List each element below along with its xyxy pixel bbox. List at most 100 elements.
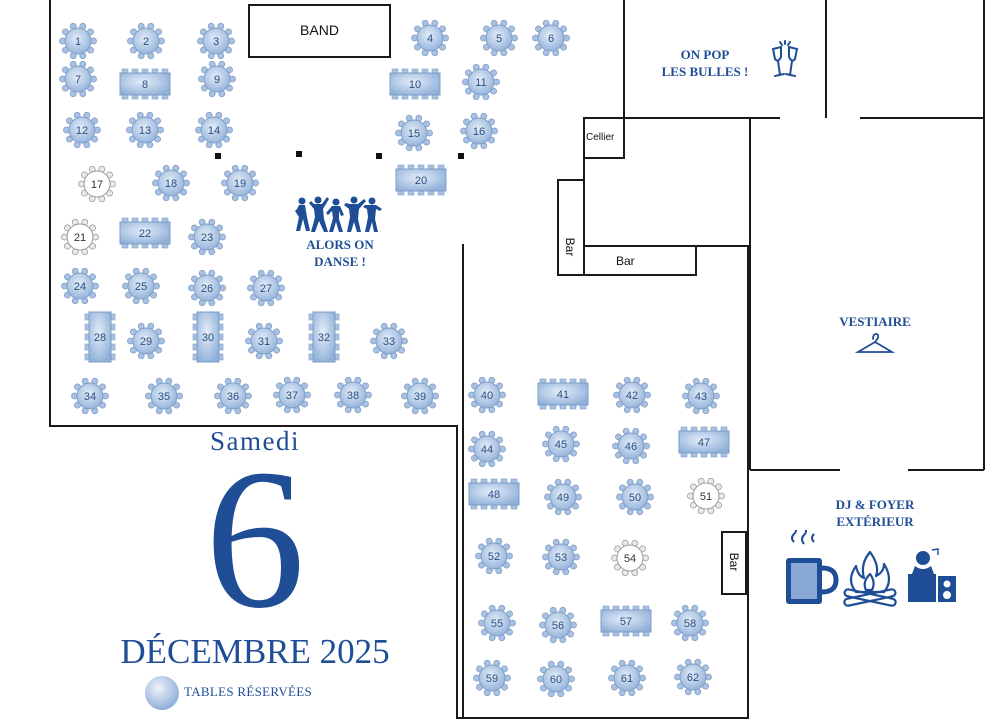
table-number: 5 xyxy=(496,33,502,45)
table-53[interactable]: 53 xyxy=(542,538,580,576)
table-23[interactable]: 23 xyxy=(188,218,226,256)
table-12[interactable]: 12 xyxy=(63,111,101,149)
campfire-icon xyxy=(843,550,897,607)
table-19[interactable]: 19 xyxy=(221,164,259,202)
table-60[interactable]: 60 xyxy=(537,660,575,698)
table-18[interactable]: 18 xyxy=(152,164,190,202)
table-54[interactable]: 54 xyxy=(611,539,649,577)
table-55[interactable]: 55 xyxy=(478,604,516,642)
table-25[interactable]: 25 xyxy=(122,267,160,305)
table-number: 4 xyxy=(427,33,433,45)
table-41[interactable]: 41 xyxy=(537,378,589,410)
table-50[interactable]: 50 xyxy=(616,478,654,516)
table-number: 29 xyxy=(140,336,152,348)
table-4[interactable]: 4 xyxy=(411,19,449,57)
dj-zone-label: DJ & FOYER EXTÉRIEUR xyxy=(810,496,940,530)
table-5[interactable]: 5 xyxy=(480,19,518,57)
table-27[interactable]: 27 xyxy=(247,269,285,307)
table-number: 54 xyxy=(624,553,636,565)
dancers-icon xyxy=(295,196,382,232)
table-10[interactable]: 10 xyxy=(389,68,441,100)
table-17[interactable]: 17 xyxy=(78,165,116,203)
dance-floor-markers xyxy=(215,151,464,159)
table-number: 42 xyxy=(626,390,638,402)
table-number: 19 xyxy=(234,178,246,190)
month-year: DÉCEMBRE 2025 xyxy=(120,632,390,671)
table-28[interactable]: 28 xyxy=(84,311,116,363)
table-number: 2 xyxy=(143,36,149,48)
table-number: 23 xyxy=(201,232,213,244)
table-2[interactable]: 2 xyxy=(127,22,165,60)
table-number: 9 xyxy=(214,74,220,86)
table-35[interactable]: 35 xyxy=(145,377,183,415)
dj-speaker-icon xyxy=(908,548,956,602)
table-20[interactable]: 20 xyxy=(395,164,447,196)
table-3[interactable]: 3 xyxy=(197,22,235,60)
table-number: 16 xyxy=(473,126,485,138)
table-21[interactable]: 21 xyxy=(61,218,99,256)
table-48[interactable]: 48 xyxy=(468,478,520,510)
table-number: 38 xyxy=(347,390,359,402)
table-52[interactable]: 52 xyxy=(475,537,513,575)
table-number: 3 xyxy=(213,36,219,48)
table-57[interactable]: 57 xyxy=(600,605,652,637)
cloakroom-label: VESTIAIRE xyxy=(839,314,911,329)
table-45[interactable]: 45 xyxy=(542,425,580,463)
table-58[interactable]: 58 xyxy=(671,604,709,642)
table-1[interactable]: 1 xyxy=(59,22,97,60)
band-stage xyxy=(248,4,391,58)
table-31[interactable]: 31 xyxy=(245,322,283,360)
table-13[interactable]: 13 xyxy=(126,111,164,149)
table-6[interactable]: 6 xyxy=(532,19,570,57)
table-39[interactable]: 39 xyxy=(401,377,439,415)
table-14[interactable]: 14 xyxy=(195,111,233,149)
table-number: 62 xyxy=(687,672,699,684)
bubbles-line-1: ON POP xyxy=(680,47,730,62)
table-number: 12 xyxy=(76,125,88,137)
table-51[interactable]: 51 xyxy=(687,477,725,515)
table-29[interactable]: 29 xyxy=(127,322,165,360)
table-number: 59 xyxy=(486,673,498,685)
table-46[interactable]: 46 xyxy=(612,427,650,465)
table-15[interactable]: 15 xyxy=(395,114,433,152)
table-38[interactable]: 38 xyxy=(334,376,372,414)
table-42[interactable]: 42 xyxy=(613,376,651,414)
table-32[interactable]: 32 xyxy=(308,311,340,363)
table-49[interactable]: 49 xyxy=(544,478,582,516)
table-34[interactable]: 34 xyxy=(71,377,109,415)
table-11[interactable]: 11 xyxy=(462,63,500,101)
table-43[interactable]: 43 xyxy=(682,377,720,415)
dance-zone-label: ALORS ON DANSE ! xyxy=(285,236,395,270)
table-8[interactable]: 8 xyxy=(119,68,171,100)
table-33[interactable]: 33 xyxy=(370,322,408,360)
table-number: 58 xyxy=(684,618,696,630)
dj-line-1: DJ & FOYER xyxy=(835,497,915,512)
table-number: 39 xyxy=(414,391,426,403)
table-number: 57 xyxy=(620,616,632,628)
table-22[interactable]: 22 xyxy=(119,217,171,249)
table-7[interactable]: 7 xyxy=(59,60,97,98)
table-37[interactable]: 37 xyxy=(273,376,311,414)
table-number: 17 xyxy=(91,179,103,191)
table-30[interactable]: 30 xyxy=(192,311,224,363)
bar-horizontal-label: Bar xyxy=(616,254,635,268)
table-number: 40 xyxy=(481,390,493,402)
table-61[interactable]: 61 xyxy=(608,659,646,697)
table-16[interactable]: 16 xyxy=(460,112,498,150)
table-36[interactable]: 36 xyxy=(214,377,252,415)
table-number: 33 xyxy=(383,336,395,348)
table-40[interactable]: 40 xyxy=(468,376,506,414)
table-59[interactable]: 59 xyxy=(473,659,511,697)
table-number: 43 xyxy=(695,391,707,403)
table-9[interactable]: 9 xyxy=(198,60,236,98)
table-24[interactable]: 24 xyxy=(61,267,99,305)
table-62[interactable]: 62 xyxy=(674,658,712,696)
table-number: 60 xyxy=(550,674,562,686)
table-number: 47 xyxy=(698,437,710,449)
table-47[interactable]: 47 xyxy=(678,426,730,458)
reserved-legend-swatch xyxy=(145,676,179,710)
table-44[interactable]: 44 xyxy=(468,430,506,468)
table-26[interactable]: 26 xyxy=(188,269,226,307)
table-56[interactable]: 56 xyxy=(539,606,577,644)
